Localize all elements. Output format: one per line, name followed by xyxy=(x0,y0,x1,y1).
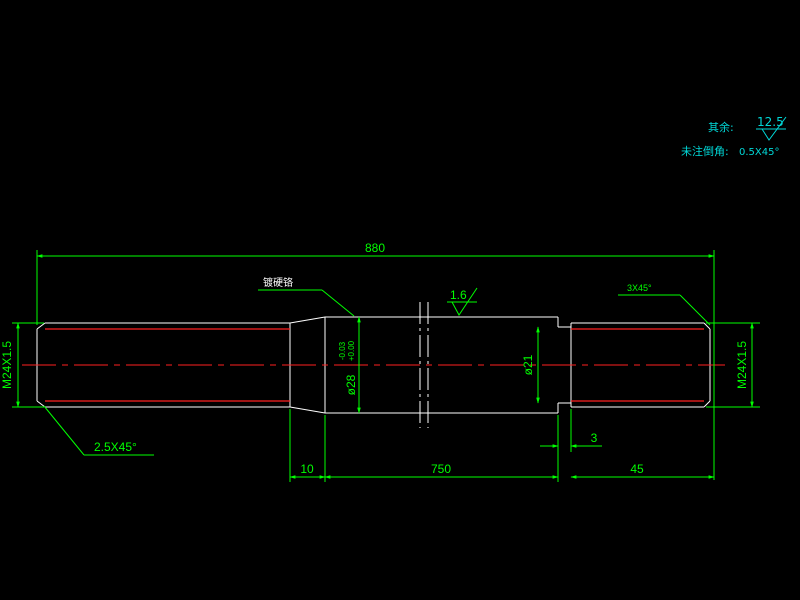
chamfer-right-label: 3X45° xyxy=(627,283,652,293)
dim-diameter-28: ø28 xyxy=(344,374,358,395)
dim-overall-length: 880 xyxy=(365,241,385,255)
dim-len-45: 45 xyxy=(630,462,644,476)
remaining-roughness-label: 其余: xyxy=(708,120,734,134)
plating-note: 镀硬铬 xyxy=(263,276,293,289)
dim-len-10: 10 xyxy=(300,462,314,476)
roughness-symbol-1-6 xyxy=(447,287,478,316)
dimension-lines xyxy=(12,250,760,482)
thread-lines xyxy=(45,328,704,402)
dim-tol-lower: +0.00 xyxy=(347,340,356,361)
dim-len-750: 750 xyxy=(431,462,451,476)
unspecified-chamfer-label: 未注倒角: xyxy=(681,144,729,158)
dim-len-3: 3 xyxy=(591,431,598,445)
remaining-roughness-value: 12.5 xyxy=(757,115,784,129)
dim-thread-right: M24X1.5 xyxy=(735,341,749,389)
roughness-symbol-12-5 xyxy=(756,116,787,141)
roughness-1-6-label: 1.6 xyxy=(450,288,467,302)
dim-thread-left: M24X1.5 xyxy=(0,341,14,389)
chamfer-left-label: 2.5X45° xyxy=(94,440,137,454)
dim-tol-upper: -0.03 xyxy=(338,341,347,360)
unspecified-chamfer-value: 0.5X45° xyxy=(739,147,779,158)
dim-diameter-21: ø21 xyxy=(521,354,535,375)
shaft-outline xyxy=(36,302,711,428)
